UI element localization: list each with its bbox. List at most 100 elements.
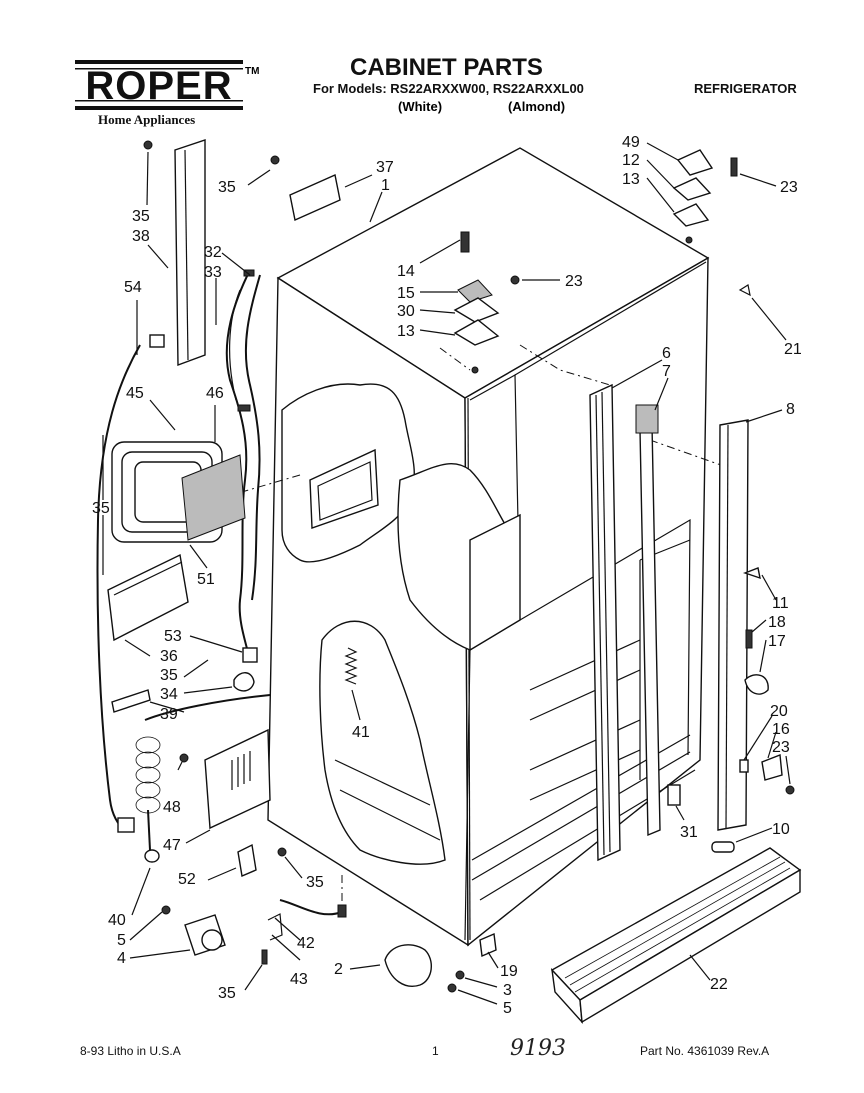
wire-harness-32 [225,269,261,661]
callout-34: 34 [160,686,178,703]
callout-35: 35 [218,985,236,1002]
roper-logo: ROPER [75,60,243,110]
callout-35: 35 [218,179,236,196]
shim-20 [739,759,749,773]
leader-lines [102,142,791,1005]
base-grille-22 [550,847,802,1025]
shim-21 [738,284,751,297]
brand-name: ROPER [85,64,233,108]
roller-4 [161,905,226,956]
callout-5: 5 [117,932,126,949]
callout-33: 33 [204,264,222,281]
callout-31: 31 [680,824,698,841]
callout-2: 2 [334,961,343,978]
callout-40: 40 [108,912,126,929]
callout-4: 4 [117,950,126,967]
callout-18: 18 [768,614,786,631]
callout-45: 45 [126,385,144,402]
callout-42: 42 [297,935,315,952]
callout-51: 51 [197,571,215,588]
model-numbers: For Models: RS22ARXXW00, RS22ARXXL00 [313,81,584,96]
color-white: (White) [398,99,443,114]
centerline [439,347,471,371]
callout-35: 35 [132,208,150,225]
callout-48: 48 [163,799,181,816]
leveler-2 [384,944,465,993]
callout-35: 35 [306,874,324,891]
callout-11: 11 [772,595,789,612]
shim-11 [742,567,761,580]
callout-47: 47 [163,837,181,854]
insulation-51 [181,454,246,541]
callout-43: 43 [290,971,308,988]
power-cord-54 [96,334,165,833]
breaker-strip-6 [589,383,621,862]
callout-37: 37 [376,159,394,176]
bracket-37 [270,155,341,221]
callout-49: 49 [622,134,640,151]
control-box-47 [179,728,271,830]
brand-subtitle: Home Appliances [98,112,196,127]
panel-36 [107,553,189,642]
coil-40 [135,736,161,863]
callout-23: 23 [780,179,798,196]
screw-18 [745,629,753,649]
spring-41 [344,647,358,685]
channel-38 [143,139,206,367]
divider-strip-7 [635,404,661,837]
tube [144,694,271,721]
callout-23: 23 [565,273,583,290]
centerline [179,474,301,511]
callout-1: 1 [381,177,390,194]
callout-12: 12 [622,152,640,169]
bracket-39 [111,689,151,713]
callout-19: 19 [500,963,518,980]
callout-30: 30 [397,303,415,320]
callout-13: 13 [397,323,415,340]
clip-53 [242,647,258,663]
callout-10: 10 [772,821,790,838]
appliance-category: REFRIGERATOR [694,81,797,96]
top-hinge-right [672,149,738,244]
brand-trademark: TM [245,66,260,77]
callout-23: 23 [772,739,790,756]
color-almond: (Almond) [508,99,566,114]
clip-52 [237,843,257,877]
callout-3: 3 [503,982,512,999]
callout-6: 6 [662,345,671,362]
page-title: CABINET PARTS [350,54,543,81]
callout-21: 21 [784,341,802,358]
print-info: 8-93 Litho in U.S.A [80,1044,181,1058]
part-number: Part No. 4361039 Rev.A [640,1044,770,1058]
callout-7: 7 [662,363,671,380]
water-tube-42 [261,899,347,965]
callout-46: 46 [206,385,224,402]
clip-31 [667,784,681,806]
callout-53: 53 [164,628,182,645]
callout-14: 14 [397,263,415,280]
top-hinge-center [453,231,520,374]
callout-35: 35 [160,667,178,684]
callout-32: 32 [204,244,222,261]
callout-5: 5 [503,1000,512,1017]
logo-frame [75,60,243,110]
callout-41: 41 [352,724,370,741]
callout-16: 16 [772,721,790,738]
callout-20: 20 [770,703,788,720]
callout-38: 38 [132,228,150,245]
callout-52: 52 [178,871,196,888]
callout-17: 17 [768,633,786,650]
clamp-34 [233,672,255,692]
hinge-17 [744,674,769,695]
callout-13: 13 [622,171,640,188]
handwritten-note: 9193 [510,1036,566,1061]
callout-39: 39 [160,706,178,723]
page-number: 1 [432,1044,439,1058]
bracket-19 [479,932,497,958]
callout-35: 35 [92,500,110,517]
pad-10 [711,841,735,853]
callout-labels: 35 37 1 35 38 32 33 54 45 46 35 51 53 36… [92,134,802,1017]
breaker-strip-8 [717,419,749,831]
